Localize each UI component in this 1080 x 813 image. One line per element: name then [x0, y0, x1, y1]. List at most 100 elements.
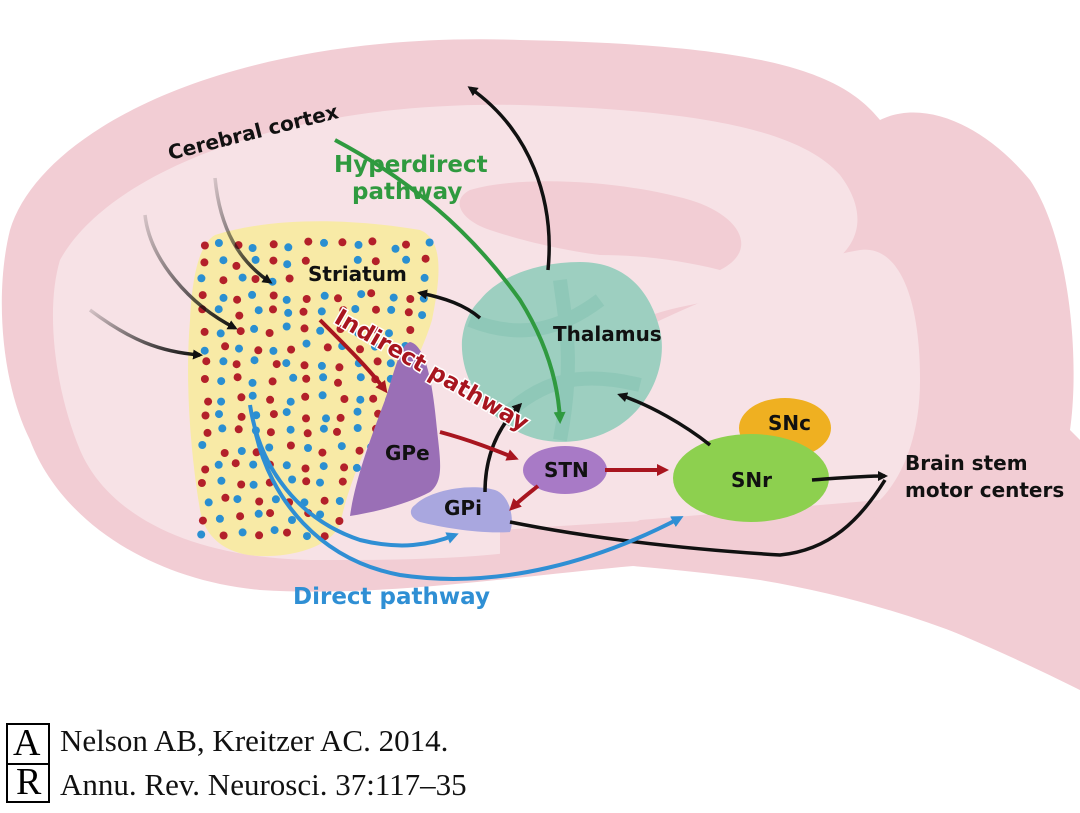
striatum-neuron-dot [214, 239, 223, 247]
striatum-neuron-dot [282, 359, 291, 368]
striatum-neuron-dot [320, 496, 329, 505]
striatum-neuron-dot [284, 243, 293, 252]
striatum-neuron-dot [284, 308, 293, 317]
striatum-neuron-dot [249, 460, 258, 469]
striatum-neuron-dot [269, 305, 277, 314]
snr-to-thalamus-arrow [617, 392, 712, 447]
striatum-neuron-dot [200, 258, 209, 267]
striatum-neuron-dot [282, 408, 291, 417]
striatum-neuron-dot [285, 274, 294, 283]
striatum-neuron-dot [335, 497, 344, 505]
striatum-neuron-dot [420, 273, 429, 282]
striatum-neuron-dot [202, 357, 211, 366]
striatum-neuron-dot [351, 305, 360, 313]
striatum-neuron-dot [236, 512, 245, 521]
striatum-neuron-dot [317, 307, 326, 316]
striatum-neuron-dot [406, 326, 415, 334]
striatum-neuron-dot [357, 290, 366, 299]
striatum-neuron-dot [316, 326, 325, 335]
striatum-neuron-dot [250, 356, 259, 365]
striatum-neuron-dot [336, 413, 345, 422]
snc-label: SNc [768, 411, 811, 435]
striatum-neuron-dot [286, 441, 295, 450]
striatum-neuron-dot [266, 428, 275, 437]
striatum-neuron-dot [335, 363, 344, 372]
striatum-neuron-dot [288, 475, 297, 484]
striatum-neuron-dot [335, 517, 344, 525]
striatum-neuron-dot [354, 329, 363, 338]
citation-line-1: Nelson AB, Kreitzer AC. 2014. [60, 723, 449, 758]
striatum-neuron-dot [200, 346, 209, 355]
striatum-neuron-dot [302, 414, 310, 423]
striatum-neuron-dot [356, 395, 365, 404]
striatum-neuron-dot [371, 325, 380, 334]
striatum-neuron-dot [289, 373, 298, 382]
striatum-neuron-dot [200, 241, 209, 250]
striatum-neuron-dot [339, 306, 348, 315]
striatum-neuron-dot [269, 346, 278, 355]
striatum-neuron-dot [217, 397, 226, 406]
gpi-label: GPi [444, 496, 482, 520]
striatum-neuron-dot [356, 373, 365, 382]
striatum-neuron-dot [248, 391, 257, 400]
striatum-neuron-dot [286, 397, 295, 406]
striatum-neuron-dot [237, 393, 246, 402]
striatum-neuron-dot [269, 240, 278, 249]
striatum-neuron-dot [337, 442, 346, 451]
snr-to-brainstem-arrow [811, 471, 888, 482]
striatum-neuron-dot [353, 407, 362, 416]
striatum-neuron-dot [418, 311, 427, 320]
striatum-neuron-dot [338, 477, 347, 486]
gpi-to-brainstem-arrow [509, 479, 887, 557]
striatum-neuron-dot [301, 392, 310, 401]
striatum-neuron-dot [220, 449, 229, 457]
striatum-neuron-dot [353, 255, 362, 264]
striatum-neuron-dot [322, 414, 330, 423]
striatum-neuron-dot [217, 476, 226, 485]
striatum-neuron-dot [391, 244, 400, 253]
gpi-nucleus [410, 487, 512, 533]
striatum-neuron-dot [265, 443, 274, 452]
striatum-neuron-dot [421, 254, 430, 263]
striatum-neuron-dot [373, 357, 382, 366]
striatum-neuron-dot [218, 424, 227, 433]
striatum-neuron-dot [221, 493, 230, 502]
striatum-neuron-dot [288, 516, 296, 524]
striatum-neuron-dot [266, 509, 275, 518]
striatum-neuron-dot [302, 477, 311, 486]
brain-stem-label-line1: Brain stem [905, 451, 1028, 475]
striatum-neuron-dot [254, 306, 263, 315]
indirect-pathway-arrows [318, 318, 669, 511]
striatum-neuron-dot [219, 276, 228, 285]
striatum-neuron-dot [334, 294, 342, 303]
striatum-neuron-dot [219, 357, 228, 366]
striatum-neuron-dot [201, 411, 210, 420]
hyperdirect-pathway-label-line2: pathway [352, 179, 462, 205]
striatum-neuron-dot [237, 480, 246, 489]
striatum-neuron-dot [320, 238, 328, 247]
striatum-neuron-dot [386, 359, 395, 368]
striatum-neuron-dot [283, 528, 291, 537]
striatum-neuron-dot [320, 291, 329, 300]
striatum-neuron-dot [198, 516, 207, 525]
striatum-neuron-dot [214, 305, 223, 314]
striatum-neuron-dot [303, 532, 311, 541]
striatum-neuron-dot [301, 464, 310, 473]
striatum-neuron-dot [269, 410, 278, 419]
striatum-neuron-dot [355, 446, 364, 455]
striatum-neuron-dot [303, 429, 312, 438]
striatum-neuron-dot [319, 373, 328, 382]
direct-pathway-arrows [248, 404, 684, 581]
striatum-neuron-dot [354, 240, 363, 249]
striatum-neuron-dot [238, 528, 247, 537]
striatum-neuron-dot [302, 374, 311, 383]
striatum-neuron-dot [334, 378, 342, 387]
striatum-neuron-dot [248, 290, 257, 299]
striatum-neuron-dot [391, 344, 400, 353]
striatum-neuron-dot [198, 291, 207, 300]
striatum-neuron-dot [221, 342, 230, 351]
striatum-neuron-dot [333, 427, 341, 436]
thalamus-to-striatum-arrow [417, 289, 482, 320]
striatum-neuron-dot [268, 377, 277, 386]
